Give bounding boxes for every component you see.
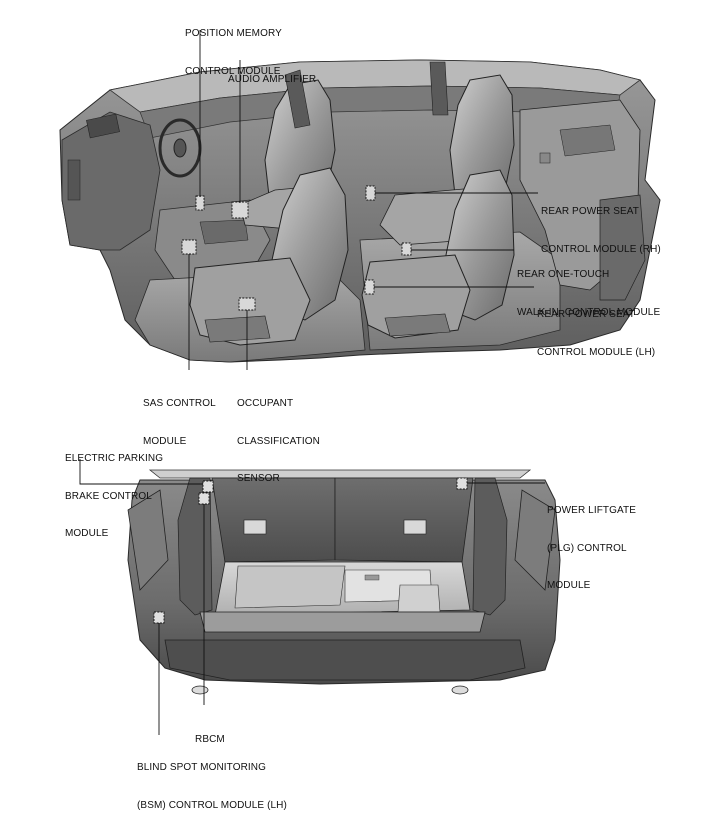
leader-electric-parking-brake (79, 459, 203, 485)
label-power-liftgate-control-module: POWER LIFTGATE (PLG) CONTROL MODULE (547, 505, 636, 591)
rear-cargo-illustration (127, 469, 561, 695)
label-occupant-classification-sensor: OCCUPANT CLASSIFICATION SENSOR (237, 398, 320, 484)
label-rbcm: RBCM (195, 734, 225, 745)
label-position-memory-control-module: POSITION MEMORY CONTROL MODULE (185, 28, 282, 77)
label-bsm-control-module-lh: BLIND SPOT MONITORING (BSM) CONTROL MODU… (137, 762, 287, 811)
leader-lines (79, 30, 545, 735)
label-electric-parking-brake-control-module: ELECTRIC PARKING BRAKE CONTROL MODULE (65, 453, 164, 539)
label-audio-amplifier: AUDIO AMPLIFIER (228, 74, 317, 85)
label-rear-power-seat-control-module-rh: REAR POWER SEAT CONTROL MODULE (RH) (541, 206, 661, 255)
interior-cutaway-illustration (59, 59, 661, 363)
diagram-canvas: POSITION MEMORY CONTROL MODULE AUDIO AMP… (59, 28, 661, 811)
vehicle-illustrations (59, 30, 661, 735)
label-rear-one-touch-walk-in-control-module: REAR ONE-TOUCH WALK-IN CONTROL MODULE (517, 269, 661, 318)
label-sas-control-module: SAS CONTROL MODULE (143, 398, 216, 447)
label-rear-power-seat-control-module-lh: REAR POWER SEAT CONTROL MODULE (LH) (537, 309, 656, 358)
